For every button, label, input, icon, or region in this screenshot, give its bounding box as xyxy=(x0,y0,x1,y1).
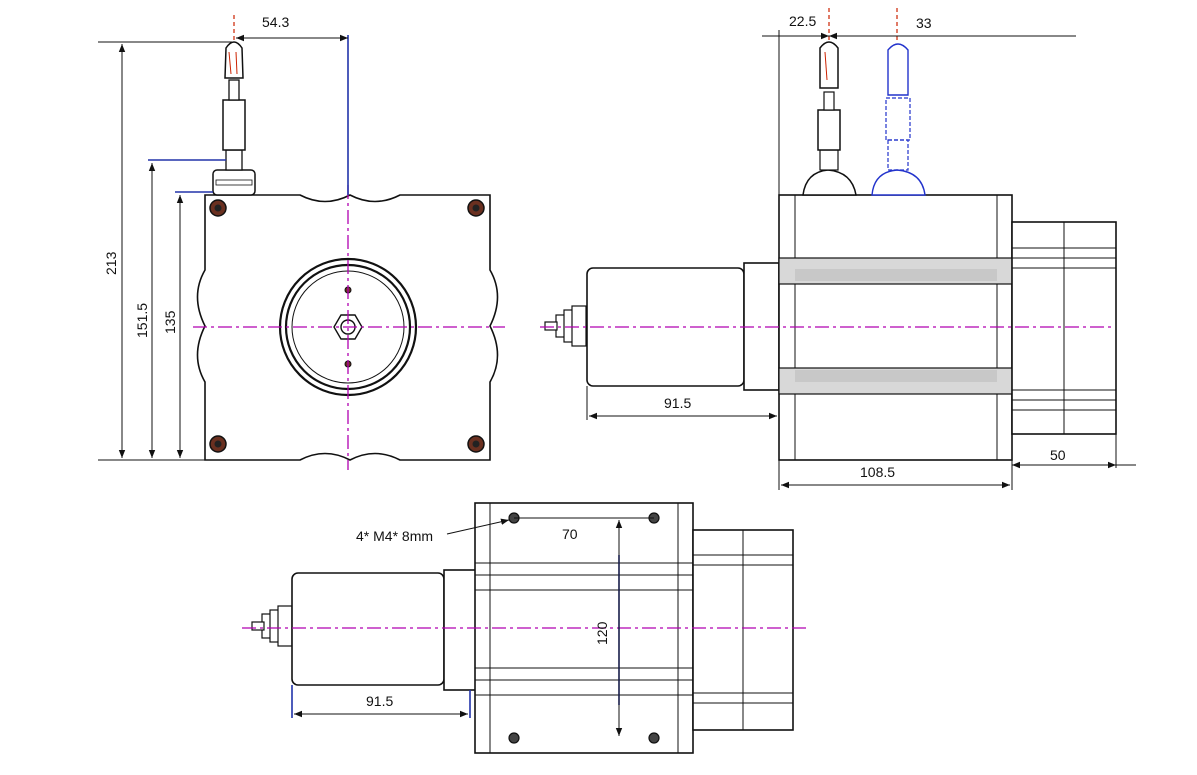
dim-offset-side-a: 22.5 xyxy=(789,13,816,29)
dim-motor-len: 50 xyxy=(1050,447,1066,463)
bottom-drum-housing xyxy=(291,572,445,686)
bottom-mounting-holes xyxy=(508,512,660,744)
cable-outlet xyxy=(212,15,256,196)
bottom-flange xyxy=(443,569,479,691)
note-hole-spec: 4* M4* 8mm xyxy=(356,528,433,544)
dim-hole-spacing-y: 120 xyxy=(594,621,610,645)
side-cable-outlet xyxy=(802,8,857,196)
bottom-motor xyxy=(692,529,794,731)
bottom-view: 70 120 4* M4* 8mm 91.5 xyxy=(242,502,810,754)
dim-height-mid: 151.5 xyxy=(134,303,150,338)
side-motor xyxy=(1011,221,1117,435)
dim-hole-spacing-x: 70 xyxy=(562,526,578,542)
dim-body-len-side: 108.5 xyxy=(860,464,895,480)
side-nose xyxy=(544,305,587,347)
front-view: 54.3 213 151.5 135 xyxy=(98,14,505,470)
side-cable-outlet-alt xyxy=(871,8,926,196)
dim-offset-top-left: 54.3 xyxy=(262,14,289,30)
dim-housing-len-side: 91.5 xyxy=(664,395,691,411)
mounting-holes xyxy=(209,199,485,453)
dim-housing-len-bottom: 91.5 xyxy=(366,693,393,709)
side-view: 22.5 33 91.5 108.5 50 xyxy=(540,8,1136,490)
dim-height-body: 135 xyxy=(162,310,178,334)
dim-height-total: 213 xyxy=(103,251,119,275)
bottom-nose xyxy=(251,605,293,647)
dim-offset-side-b: 33 xyxy=(916,15,932,31)
